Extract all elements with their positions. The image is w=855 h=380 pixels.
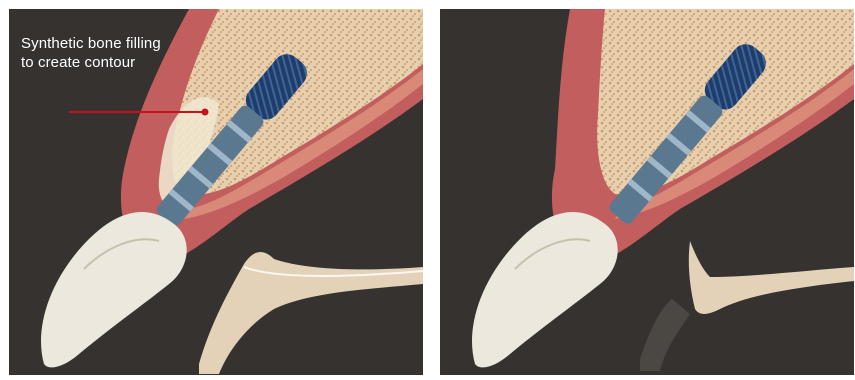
maxilla-illustration-right [440, 9, 854, 375]
panel-with-bone-graft: Synthetic bone filling to create contour [9, 9, 423, 375]
lip-shadow [640, 299, 690, 371]
panel-without-bone-graft [440, 9, 854, 375]
tooth-crown [472, 212, 618, 367]
annotation-pointer-dot [202, 109, 209, 116]
tooth-crown [41, 212, 187, 367]
annotation-line-2: to create contour [21, 53, 161, 72]
annotation-line-1: Synthetic bone filling [21, 34, 161, 53]
annotation-label: Synthetic bone filling to create contour [21, 34, 161, 72]
lower-lip [199, 252, 423, 374]
lower-lip [689, 241, 854, 314]
